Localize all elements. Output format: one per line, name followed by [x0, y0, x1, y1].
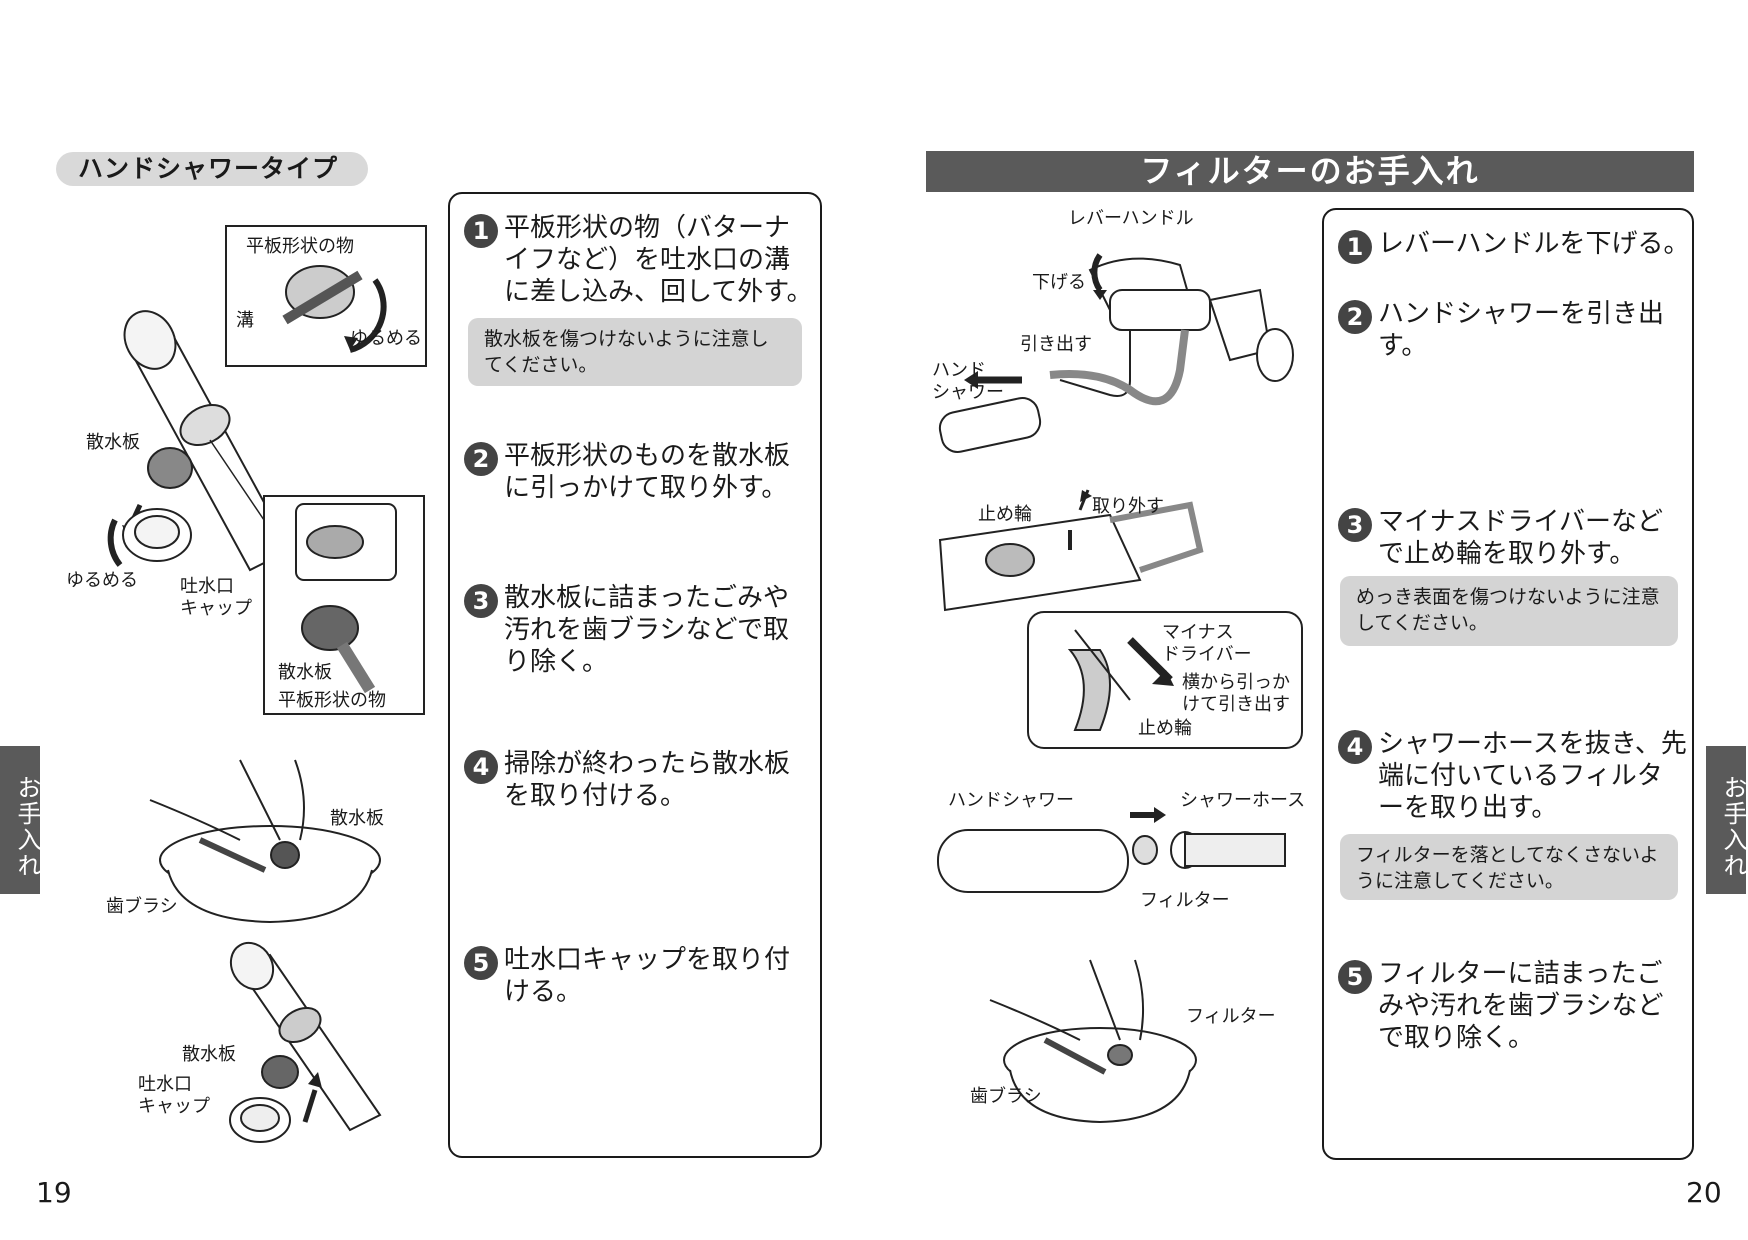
left-step-5: 5 吐水口キャップを取り付ける。: [464, 944, 814, 1008]
page-number-right: 20: [1686, 1176, 1722, 1209]
section-header-hand-shower-type: ハンドシャワータイプ: [56, 152, 368, 186]
faucet-spout-illustration-1: [107, 225, 427, 715]
left-step-2: 2 平板形状のものを散水板に引っかけて取り外す。: [464, 440, 814, 504]
step-number-1: 1: [464, 214, 498, 248]
label-spray-plate-1: 散水板: [86, 432, 140, 453]
left-note-1: 散水板を傷つけないように注意してください。: [468, 318, 802, 386]
label-flat-object-inset: 平板形状の物: [278, 690, 386, 711]
left-step-3: 3 散水板に詰まったごみや汚れを歯ブラシなどで取り除く。: [464, 582, 814, 678]
label-spray-plate-inset: 散水板: [278, 662, 332, 683]
basin-cleaning-illustration-1: [149, 759, 381, 924]
step-number-5: 5: [1338, 960, 1372, 994]
step-text: フィルターに詰まったごみや汚れを歯ブラシなどで取り除く。: [1378, 959, 1664, 1053]
label-hand-shower: ハンド シャワー: [932, 360, 1004, 403]
step-text: レバーハンドルを下げる。: [1378, 229, 1690, 259]
label-hand-shower-2: ハンドシャワー: [948, 790, 1074, 811]
basin-cleaning-illustration-2: [989, 959, 1197, 1124]
label-filter-1: フィルター: [1140, 890, 1230, 911]
left-step-4: 4 掃除が終わったら散水板を取り付ける。: [464, 748, 814, 812]
label-pull-out: 引き出す: [1020, 334, 1092, 355]
side-tab-left: お手入れ: [0, 746, 41, 894]
right-step-5: 5 フィルターに詰まったごみや汚れを歯ブラシなどで取り除く。: [1338, 958, 1688, 1054]
label-spray-plate-3: 散水板: [182, 1044, 236, 1065]
step-number-4: 4: [464, 750, 498, 784]
step-number-4: 4: [1338, 730, 1372, 764]
right-note-4: フィルターを落としてなくさないように注意してください。: [1340, 834, 1678, 900]
label-toothbrush-1: 歯ブラシ: [106, 896, 178, 917]
step-number-5: 5: [464, 946, 498, 980]
right-step-4: 4 シャワーホースを抜き、先端に付いているフィルターを取り出す。: [1338, 728, 1688, 824]
right-step-3: 3 マイナスドライバーなどで止め輪を取り外す。: [1338, 506, 1688, 570]
label-minus-driver: マイナス ドライバー: [1162, 622, 1252, 665]
step-text: 散水板に詰まったごみや汚れを歯ブラシなどで取り除く。: [504, 583, 789, 677]
step-text: 平板形状のものを散水板に引っかけて取り外す。: [504, 441, 791, 503]
step-number-3: 3: [1338, 508, 1372, 542]
stop-ring-removal-illustration: [938, 489, 1303, 749]
hose-filter-illustration: [937, 807, 1286, 893]
label-lever-handle: レバーハンドル: [1068, 208, 1194, 229]
step-number-1: 1: [1338, 230, 1372, 264]
label-flat-object-top: 平板形状の物: [246, 236, 354, 257]
step-text: シャワーホースを抜き、先端に付いているフィルターを取り出す。: [1378, 729, 1687, 823]
faucet-lever-illustration: [938, 253, 1294, 453]
step-text: 平板形状の物（バターナイフなど）を吐水口の溝に差し込み、回して外す。: [504, 213, 813, 307]
right-step-1: 1 レバーハンドルを下げる。: [1338, 228, 1690, 264]
label-spray-plate-2: 散水板: [330, 808, 384, 829]
label-stop-ring-inset: 止め輪: [1138, 718, 1192, 739]
label-filter-2: フィルター: [1186, 1006, 1276, 1027]
right-note-3: めっき表面を傷つけないように注意してください。: [1340, 576, 1678, 646]
label-remove: 取り外す: [1092, 496, 1164, 517]
label-groove: 溝: [236, 310, 254, 331]
right-step-2: 2 ハンドシャワーを引き出す。: [1338, 298, 1690, 362]
label-shower-hose: シャワーホース: [1180, 790, 1306, 811]
label-side-pull: 横から引っか けて引き出す: [1182, 672, 1290, 715]
step-text: 掃除が終わったら散水板を取り付ける。: [504, 749, 791, 811]
step-number-2: 2: [1338, 300, 1372, 334]
step-text: 吐水口キャップを取り付ける。: [504, 945, 791, 1007]
label-outlet-cap-2: 吐水口 キャップ: [138, 1074, 210, 1117]
label-stop-ring: 止め輪: [978, 504, 1032, 525]
side-tab-right: お手入れ: [1706, 746, 1747, 894]
label-loosen-top: ゆるめる: [350, 328, 422, 349]
step-number-2: 2: [464, 442, 498, 476]
step-number-3: 3: [464, 584, 498, 618]
faucet-reassembly-illustration: [229, 941, 382, 1143]
section-header-filter-care: フィルターのお手入れ: [926, 151, 1694, 192]
left-step-1: 1 平板形状の物（バターナイフなど）を吐水口の溝に差し込み、回して外す。: [464, 212, 814, 308]
step-text: ハンドシャワーを引き出す。: [1378, 299, 1665, 361]
page-number-left: 19: [36, 1176, 72, 1209]
label-outlet-cap-1: 吐水口 キャップ: [180, 576, 252, 619]
label-lower: 下げる: [1032, 272, 1086, 293]
step-text: マイナスドライバーなどで止め輪を取り外す。: [1378, 507, 1663, 569]
label-toothbrush-2: 歯ブラシ: [970, 1086, 1042, 1107]
label-loosen-left: ゆるめる: [66, 570, 138, 591]
right-instruction-panel: [1322, 208, 1694, 1160]
